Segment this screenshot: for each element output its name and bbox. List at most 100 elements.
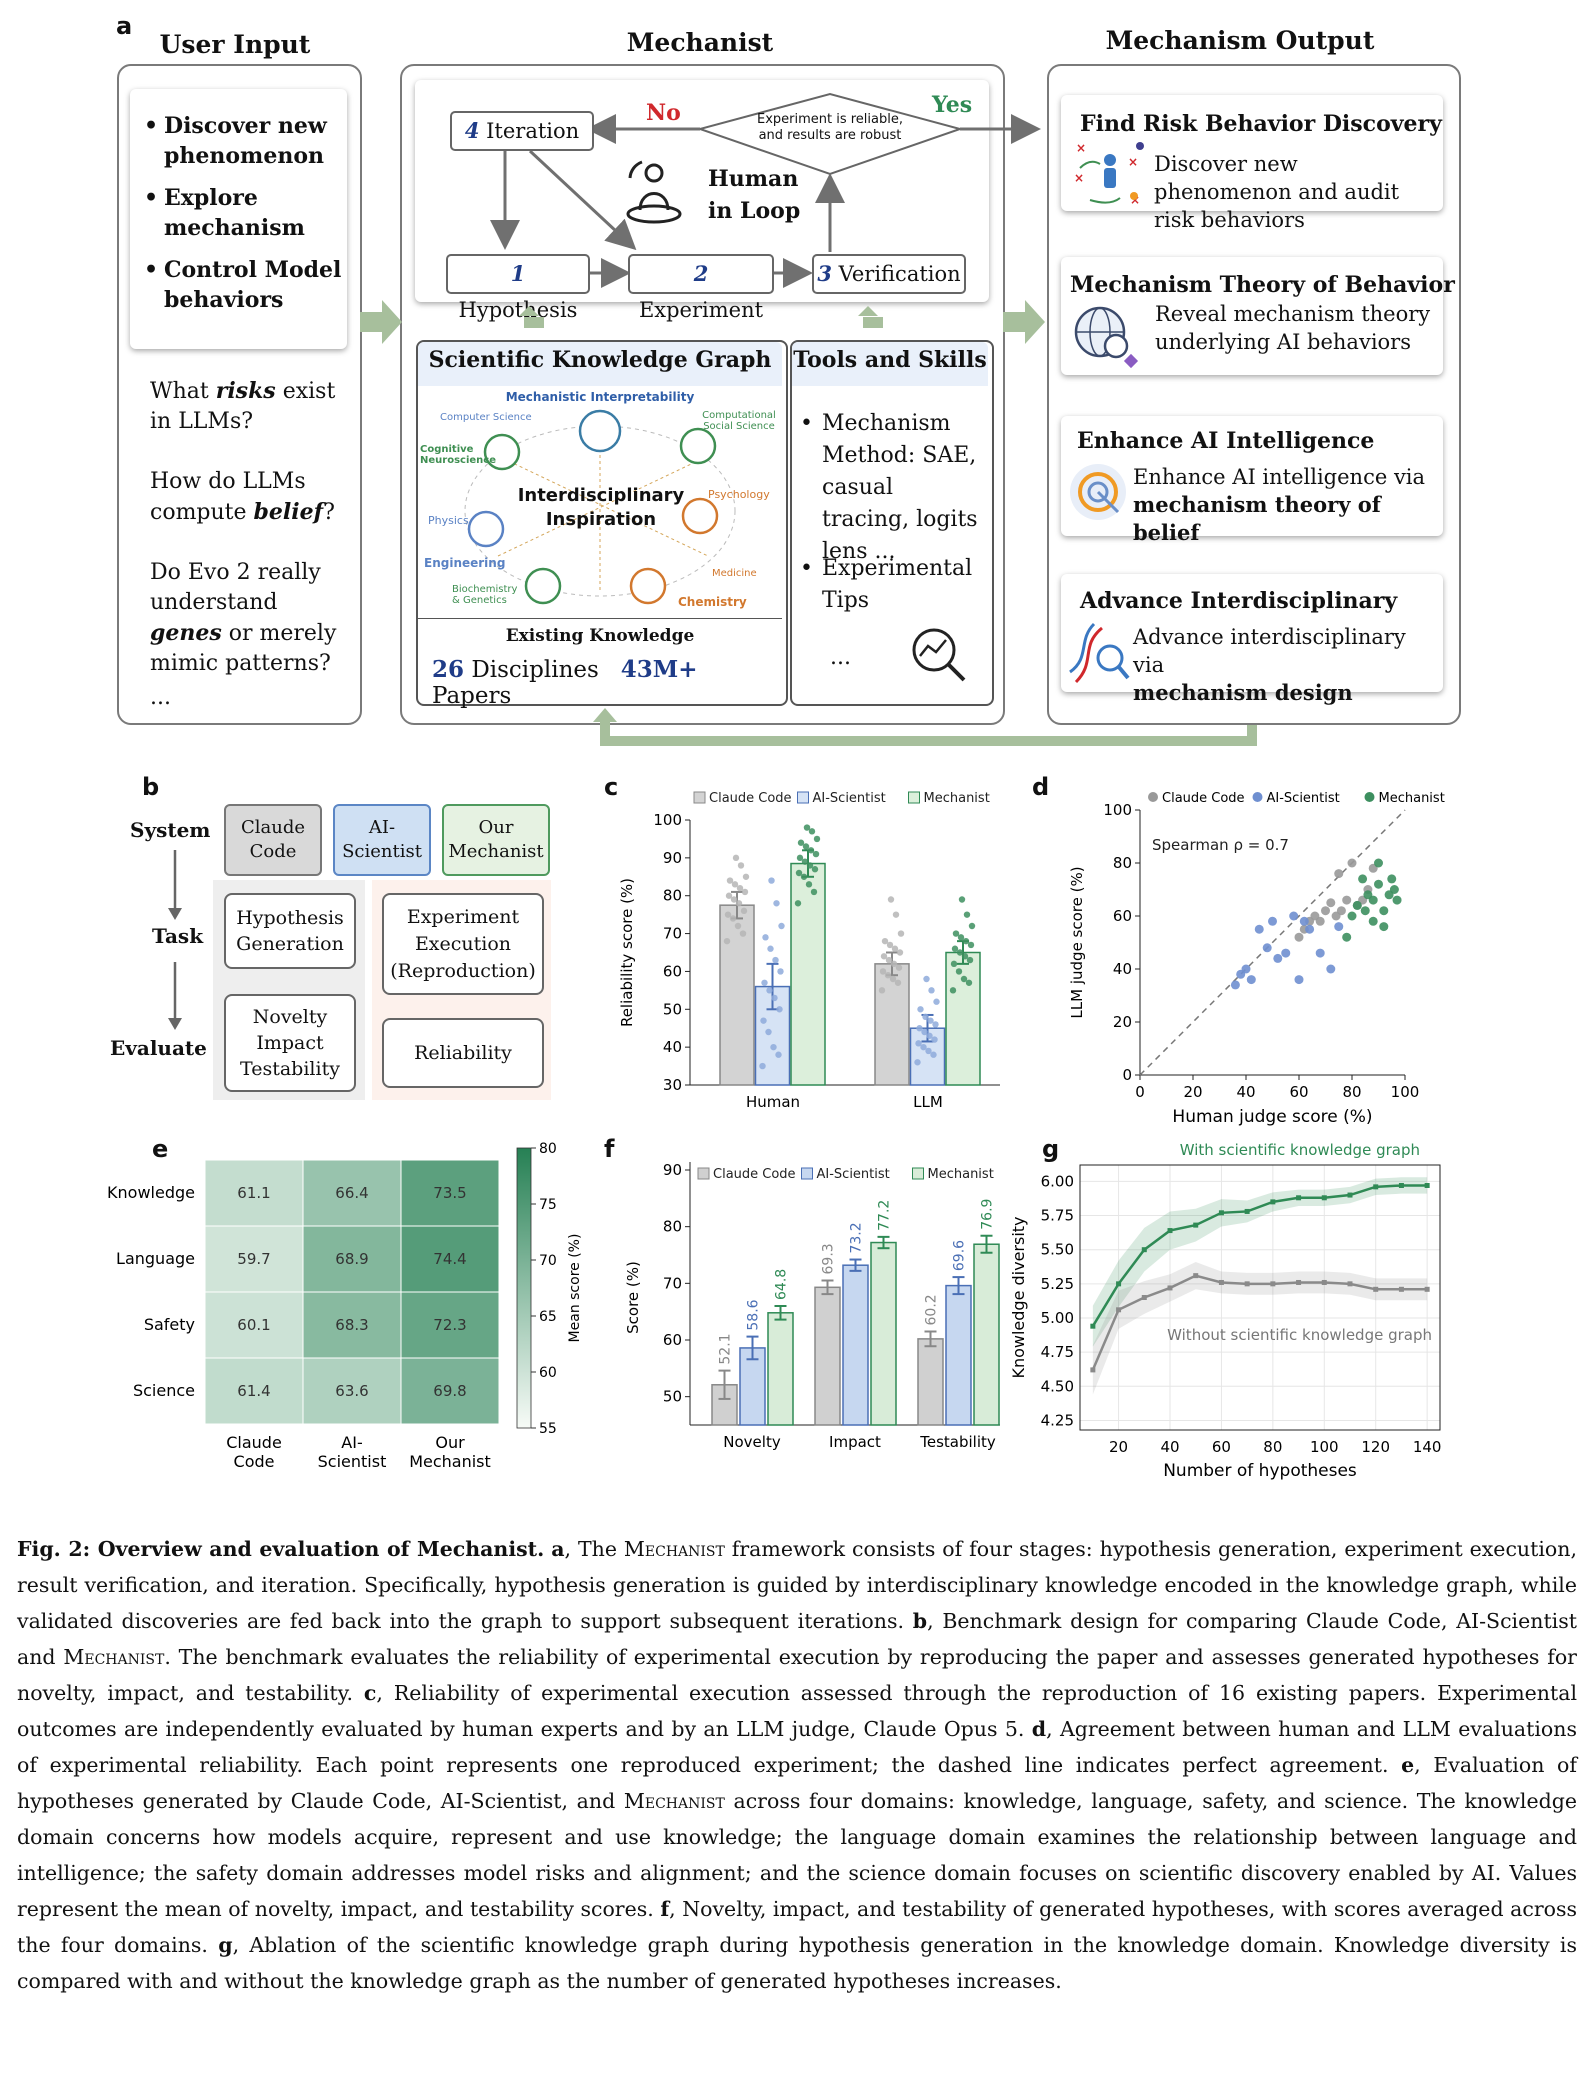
data-point <box>730 896 738 903</box>
heatmap-value: 63.6 <box>335 1382 368 1400</box>
y-tick-label: 6.00 <box>1041 1172 1074 1190</box>
output-card-risk <box>1061 95 1443 211</box>
verification-number: 3 <box>817 261 832 286</box>
user-question: What risks exist in LLMs? <box>150 376 350 437</box>
knowledge-graph-title: Scientific Knowledge Graph <box>428 347 772 373</box>
data-point <box>1294 975 1304 985</box>
eval-reliability: Reliability <box>382 1018 544 1088</box>
globe-magnifier-icon <box>1074 306 1139 369</box>
heatmap-column-label: Claude <box>226 1433 282 1452</box>
legend-swatch <box>801 1167 813 1180</box>
data-point <box>897 930 905 937</box>
heatmap-cell <box>204 1159 304 1227</box>
data-point <box>735 900 743 907</box>
data-point <box>770 1043 777 1051</box>
legend-marker <box>1252 792 1263 802</box>
output-card-risk-text: Discover new phenomenon and audit risk b… <box>1154 152 1400 232</box>
heatmap-cell <box>302 1159 402 1227</box>
data-point <box>740 907 748 915</box>
user-input-title: User Input <box>159 30 311 59</box>
y-tick-label: 50 <box>663 1000 682 1018</box>
series-marker <box>1321 1279 1327 1285</box>
flow-arrows <box>360 300 1257 746</box>
legend-swatch <box>908 791 920 804</box>
legend-label: AI-Scientist <box>1267 791 1340 806</box>
heatmap-column-label: Code <box>234 1452 275 1470</box>
decision-text: Experiment is reliable, and results are … <box>756 112 903 143</box>
data-label: 77.2 <box>877 1200 893 1231</box>
x-tick-label: 60 <box>1212 1438 1231 1456</box>
series-marker <box>1193 1273 1199 1279</box>
user-question-list: What risks exist in LLMs?How do LLMs com… <box>150 376 350 713</box>
x-tick-label: Impact <box>829 1433 881 1451</box>
heatmap-value: 68.9 <box>335 1250 368 1268</box>
data-point <box>731 881 739 888</box>
data-point <box>895 964 903 971</box>
row-label-task: Task <box>152 924 204 948</box>
data-point <box>1347 911 1357 921</box>
x-tick-label: Novelty <box>723 1433 781 1451</box>
series-marker <box>1270 1199 1276 1205</box>
data-point <box>812 850 820 858</box>
confidence-band <box>1092 1261 1428 1395</box>
data-point <box>732 854 740 862</box>
cognitive-neuroscience-node-icon <box>483 433 521 471</box>
bullet-dot: • <box>144 257 159 283</box>
data-point <box>1334 922 1344 932</box>
series-marker <box>1398 1182 1404 1188</box>
data-point <box>1289 911 1299 921</box>
legend-swatch <box>912 1167 924 1180</box>
tool-item-tips: •Experimental Tips <box>800 556 973 613</box>
tools-title: Tools and Skills <box>793 347 987 373</box>
confidence-band <box>1092 1177 1428 1347</box>
data-point <box>951 945 959 952</box>
engineering-node-icon <box>467 510 505 548</box>
hypothesis-label: Hypothesis <box>458 298 578 322</box>
question-ellipsis: ... <box>150 685 171 710</box>
kg-node-biochem: Biochemistry & Genetics <box>452 584 518 606</box>
yes-label: Yes <box>932 92 973 118</box>
y-tick-label: 80 <box>663 887 682 905</box>
heatmap-value: 74.4 <box>433 1250 466 1268</box>
data-point <box>890 960 898 968</box>
existing-knowledge-label: Existing Knowledge <box>505 626 695 646</box>
x-axis-label: Number of hypotheses <box>1163 1461 1357 1481</box>
series-marker <box>1141 1247 1147 1253</box>
data-point <box>794 900 802 907</box>
data-point <box>879 968 887 975</box>
data-point <box>891 945 899 952</box>
kg-node-css: Computational Social Science <box>702 410 776 432</box>
experiment-box: 2 Experiment <box>628 254 774 322</box>
data-point <box>923 975 930 983</box>
data-point <box>920 1043 927 1051</box>
kg-stats: 26 Disciplines 43M+ Papers <box>432 656 778 709</box>
x-tick-label: Testability <box>919 1433 996 1451</box>
data-point <box>803 824 811 831</box>
data-point <box>925 1047 932 1055</box>
legend-label: Mechanist <box>928 1167 994 1182</box>
data-point <box>807 847 815 854</box>
identity-line <box>1139 809 1406 1076</box>
data-point <box>1281 948 1291 958</box>
bar <box>739 1347 766 1426</box>
series-marker <box>1116 1307 1122 1313</box>
kg-node-cs: Computer Science <box>440 412 532 423</box>
caption-panel-letter: f <box>660 1897 670 1921</box>
data-point <box>1387 874 1397 884</box>
bar <box>870 1241 897 1426</box>
y-axis-label: LLM judge score (%) <box>1068 866 1086 1018</box>
series-marker <box>1167 1285 1173 1291</box>
heatmap-column-label: Mechanist <box>409 1452 491 1470</box>
data-point <box>887 896 895 903</box>
data-point <box>949 987 957 994</box>
x-axis-label: Human judge score (%) <box>1172 1107 1372 1127</box>
row-label-evaluate: Evaluate <box>110 1036 207 1060</box>
data-label: 60.2 <box>924 1294 940 1325</box>
data-point <box>885 956 893 964</box>
data-point <box>741 888 749 896</box>
